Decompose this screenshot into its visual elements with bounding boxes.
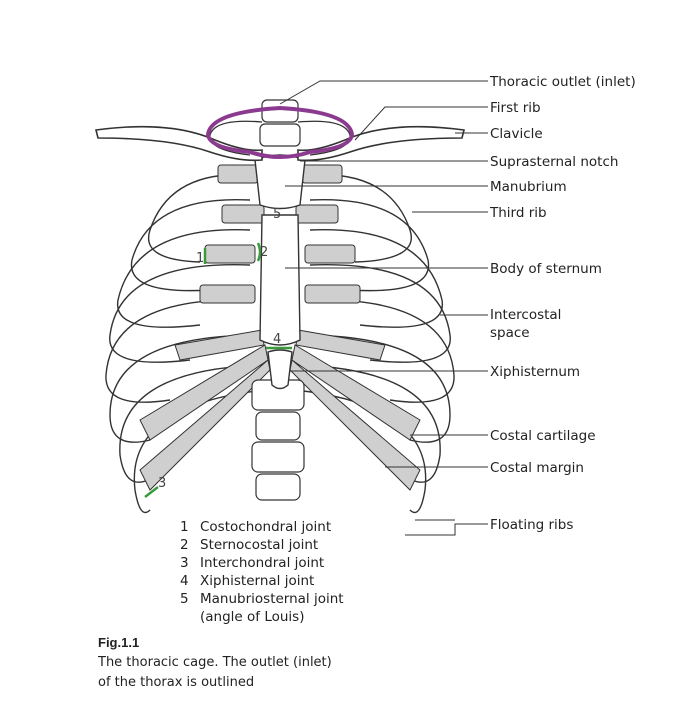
vertebral-column (251, 379, 305, 501)
legend-extra: (angle of Louis) (200, 609, 305, 625)
label-suprasternal-notch: Suprasternal notch (490, 154, 618, 170)
xiphisternum-shape (267, 349, 293, 390)
legend-item: 4 Xiphisternal joint (180, 572, 344, 590)
legend-item: 3 Interchondral joint (180, 554, 344, 572)
label-floating-ribs: Floating ribs (490, 517, 573, 533)
legend-number: 1 (180, 519, 189, 535)
label-costal-margin: Costal margin (490, 460, 584, 476)
marker-3: 3 (158, 476, 166, 491)
marker-2: 2 (260, 245, 268, 260)
label-body-of-sternum: Body of sternum (490, 261, 602, 277)
label-clavicle: Clavicle (490, 126, 543, 142)
label-intercostal-space: space (490, 325, 530, 341)
legend-item: 5 Manubriosternal joint (180, 590, 344, 608)
interchondral-joint-marker (144, 486, 159, 498)
marker-5: 5 (273, 207, 281, 222)
upper-vertebrae (259, 99, 301, 147)
sternum-body-shape (259, 214, 301, 346)
label-thoracic-outlet: Thoracic outlet (inlet) (489, 74, 636, 90)
caption-line-1: The thoracic cage. The outlet (inlet) (98, 655, 332, 670)
joint-legend: 1 Costochondral joint 2 Sternocostal joint… (180, 518, 344, 626)
joint-markers (144, 242, 292, 498)
legend-text: Sternocostal joint (200, 537, 319, 553)
label-first-rib: First rib (490, 100, 541, 116)
sternocostal-joint-marker (256, 242, 262, 262)
leader-lines (279, 80, 488, 536)
structure-labels: Thoracic outlet (inlet) First rib Clavic… (489, 74, 636, 533)
legend-item: 1 Costochondral joint (180, 518, 344, 536)
legend-number: 4 (180, 573, 189, 589)
marker-4: 4 (273, 332, 281, 347)
sternum (254, 154, 306, 390)
label-manubrium: Manubrium (490, 179, 567, 195)
legend-number: 5 (180, 591, 189, 607)
legend-text: Interchondral joint (200, 555, 325, 571)
label-intercostal: Intercostal (490, 307, 561, 323)
left-ribs (105, 173, 266, 514)
thoracic-outlet-outline (205, 105, 355, 159)
manubrium-shape (254, 154, 306, 210)
legend-text: Xiphisternal joint (200, 573, 315, 589)
legend-text: Manubriosternal joint (200, 591, 344, 607)
legend-text: Costochondral joint (200, 519, 332, 535)
caption-line-2: of the thorax is outlined (98, 675, 255, 690)
label-costal-cartilage: Costal cartilage (490, 428, 596, 444)
caption-title: Fig.1.1 (98, 635, 140, 650)
costal-cartilages (139, 164, 421, 491)
legend-number: 2 (180, 537, 189, 553)
label-third-rib: Third rib (489, 205, 547, 221)
figure-caption: Fig.1.1 The thoracic cage. The outlet (i… (98, 633, 398, 693)
label-xiphisternum: Xiphisternum (490, 364, 580, 380)
legend-item: 2 Sternocostal joint (180, 536, 344, 554)
marker-numbers: 1 2 3 4 5 (158, 207, 281, 491)
marker-1: 1 (196, 251, 204, 266)
legend-number: 3 (180, 555, 189, 571)
